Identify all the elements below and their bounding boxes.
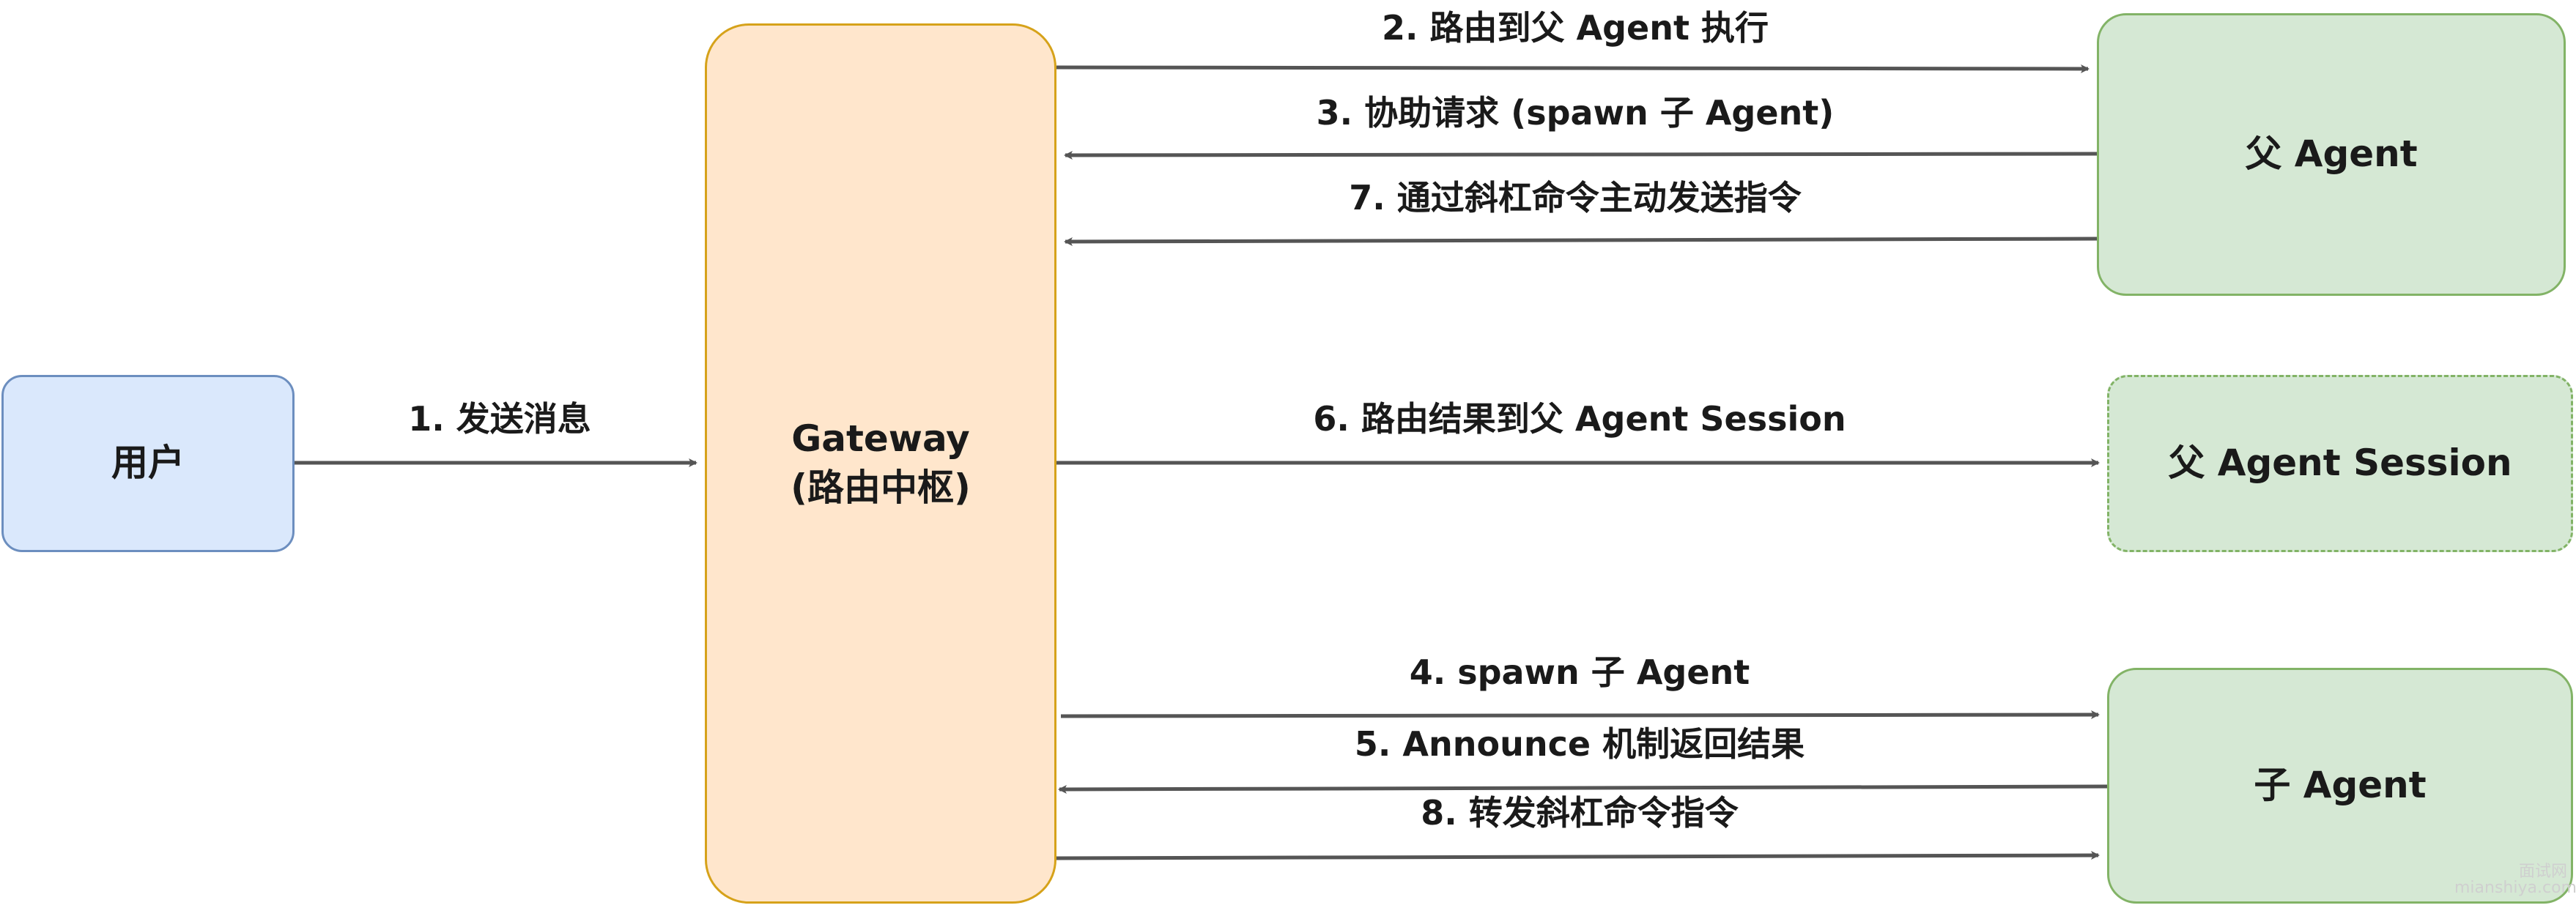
parent-agent-session-node: 父 Agent Session [2107, 375, 2573, 552]
edge-1-label: 1. 发送消息 [408, 399, 591, 439]
parent-agent-node: 父 Agent [2097, 13, 2566, 296]
edge-2-line [1056, 64, 2090, 73]
gateway-node: Gateway (路由中枢) [705, 23, 1056, 904]
edge-8-line [1056, 851, 2100, 860]
edge-5-label: 5. Announce 机制返回结果 [1354, 724, 1805, 764]
edge-3-line [1064, 150, 2098, 160]
edge-5-line [1058, 784, 2108, 794]
edge-3-label: 3. 协助请求 (spawn 子 Agent) [1316, 93, 1835, 133]
user-node: 用户 [1, 375, 295, 552]
edge-6-label: 6. 路由结果到父 Agent Session [1313, 399, 1846, 439]
edge-4-label: 4. spawn 子 Agent [1409, 652, 1750, 692]
edge-7-label: 7. 通过斜杠命令主动发送指令 [1349, 178, 1802, 217]
watermark-line-1: 面试网 [2519, 863, 2568, 881]
edge-2-label: 2. 路由到父 Agent 执行 [1382, 8, 1769, 48]
edge-8-label: 8. 转发斜杠命令指令 [1421, 793, 1739, 833]
edge-4-line [1060, 710, 2100, 720]
child-agent-node: 子 Agent [2107, 668, 2573, 904]
edge-7-line [1064, 237, 2098, 246]
watermark-line-2: mianshiya.com [2454, 879, 2576, 897]
